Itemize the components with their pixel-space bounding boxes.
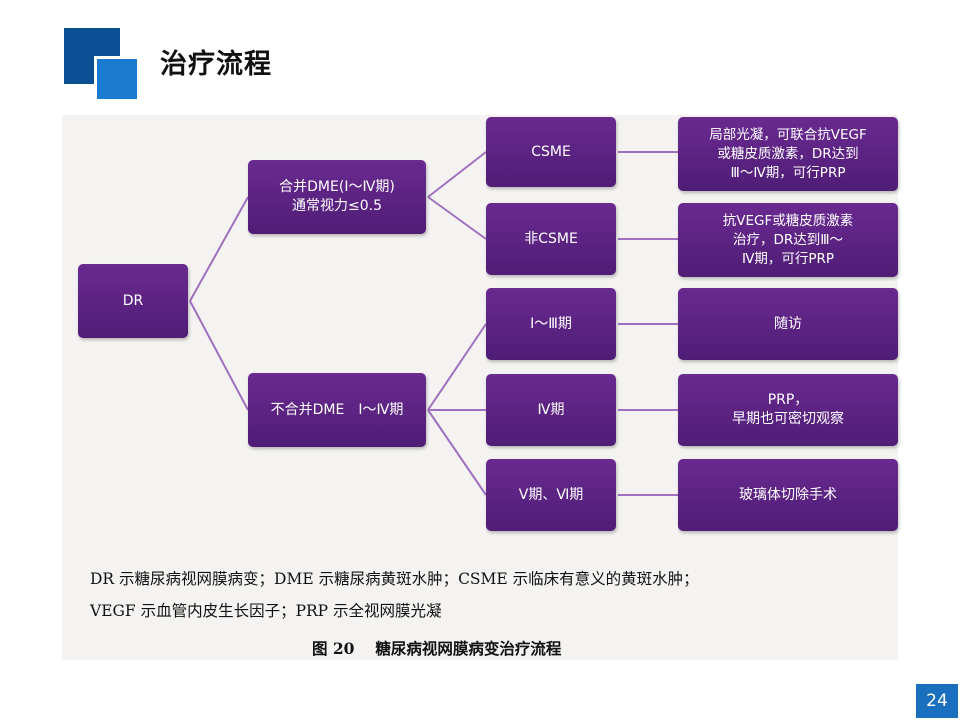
slide-title: 治疗流程 xyxy=(160,49,272,80)
edge-dme-csme xyxy=(427,151,487,198)
node-stage-4: Ⅳ期 xyxy=(486,374,616,446)
connector-lines xyxy=(189,151,678,496)
caption-line-1: DR 示糖尿病视网膜病变；DME 示糖尿病黄斑水肿；CSME 示临床有意义的黄斑… xyxy=(90,570,699,588)
flowchart-figure: DR 合并DME(Ⅰ～Ⅳ期) 通常视力≤0.5 不合并DME Ⅰ～Ⅳ期 CSME… xyxy=(62,115,898,660)
edge-nodme-s56 xyxy=(427,409,487,496)
page-number: 24 xyxy=(916,684,958,718)
node-tx-stage-1-3: 随访 xyxy=(678,288,898,360)
edge-dr-nodme xyxy=(189,300,249,411)
node-dme: 合并DME(Ⅰ～Ⅳ期) 通常视力≤0.5 xyxy=(248,160,426,234)
node-tx-non-csme: 抗VEGF或糖皮质激素 治疗，DR达到Ⅲ～ Ⅳ期，可行PRP xyxy=(678,203,898,277)
figure-title: 图 20 糖尿病视网膜病变治疗流程 xyxy=(312,639,562,658)
node-stage-1-3: Ⅰ～Ⅲ期 xyxy=(486,288,616,360)
edge-dme-noncsme xyxy=(427,196,487,240)
node-no-dme: 不合并DME Ⅰ～Ⅳ期 xyxy=(248,373,426,447)
edge-dr-dme xyxy=(189,196,249,302)
edge-nodme-s13 xyxy=(427,323,487,411)
node-tx-stage-4: PRP， 早期也可密切观察 xyxy=(678,374,898,446)
node-dr: DR xyxy=(78,264,188,338)
node-non-csme: 非CSME xyxy=(486,203,616,275)
caption-line-2: VEGF 示血管内皮生长因子；PRP 示全视网膜光凝 xyxy=(90,602,442,620)
logo-light-square xyxy=(94,56,140,102)
node-csme: CSME xyxy=(486,117,616,187)
node-tx-stage-5-6: 玻璃体切除手术 xyxy=(678,459,898,531)
node-stage-5-6: Ⅴ期、Ⅵ期 xyxy=(486,459,616,531)
node-tx-csme: 局部光凝，可联合抗VEGF 或糖皮质激素，DR达到 Ⅲ～Ⅳ期，可行PRP xyxy=(678,117,898,191)
